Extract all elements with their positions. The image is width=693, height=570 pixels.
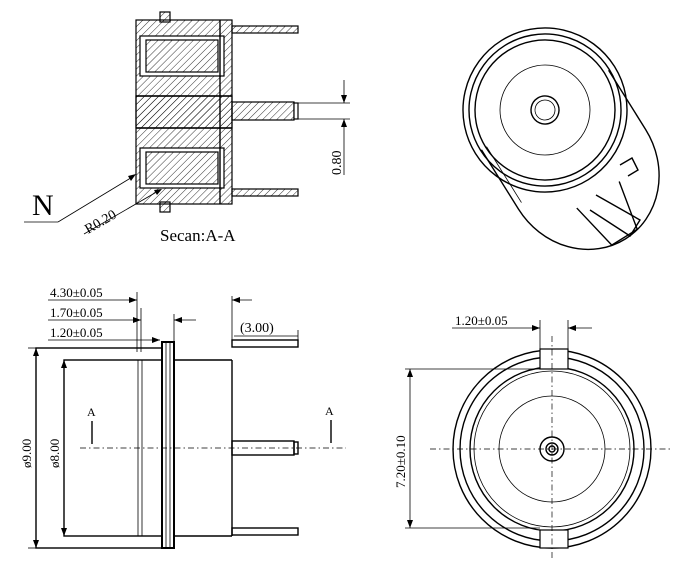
- iso-sound-hole: [530, 95, 560, 125]
- dim-mid-length: 1.70±0.05: [50, 305, 103, 320]
- section-mark-right: A: [325, 404, 334, 418]
- section-top-tab: [159, 11, 171, 23]
- front-view: 1.20±0.05 7.20±0.10: [393, 313, 672, 560]
- front-bottom-slot: [539, 529, 569, 549]
- section-pin-top: [231, 25, 299, 34]
- dim-inner-diameter: ø8.00: [47, 439, 62, 468]
- section-caption: Secan:A-A: [160, 226, 236, 245]
- detail-label-n: N: [32, 189, 54, 222]
- dim-total-length: 4.30±0.05: [50, 285, 103, 300]
- section-bottom-tab: [159, 201, 171, 213]
- section-pin-bottom: [231, 188, 299, 197]
- side-pin-top: [231, 339, 299, 348]
- section-lower-core: [145, 151, 219, 185]
- dim-slot-height: 7.20±0.10: [393, 435, 408, 488]
- radius-dimension: R0.20: [83, 208, 120, 238]
- section-view: 0.80 N R0.20 Secan:A-A: [24, 11, 350, 245]
- dim-flange-length: 1.20±0.05: [50, 325, 103, 340]
- dim-pin-length: (3.00): [240, 321, 274, 336]
- section-pin-dimension: 0.80: [330, 151, 345, 176]
- section-pin-center: [231, 101, 295, 121]
- side-view: A A 4.30±0.05 1.70±0.05 1.20±0.05 (3.00)…: [19, 285, 346, 549]
- section-mark-left: A: [87, 405, 96, 419]
- side-flange: [161, 341, 175, 549]
- section-middle-band: [135, 95, 233, 129]
- iso-outer-rim: [462, 27, 628, 193]
- section-upper-core: [145, 39, 219, 73]
- side-pin-bottom: [231, 527, 299, 536]
- isometric-view: [462, 27, 660, 251]
- front-top-slot: [539, 348, 569, 370]
- dim-outer-diameter: ø9.00: [19, 439, 34, 468]
- iso-pins: [589, 157, 641, 237]
- dim-slot-width: 1.20±0.05: [455, 313, 508, 328]
